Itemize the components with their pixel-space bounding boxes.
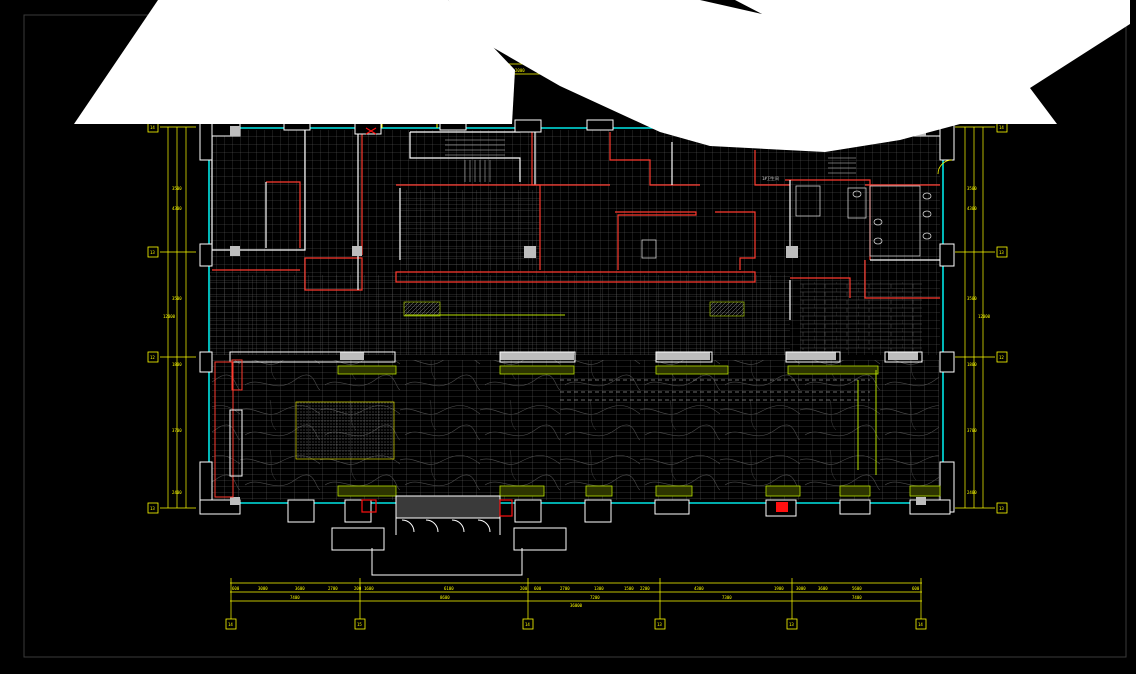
axis-label-right-2: 13 bbox=[999, 250, 1004, 255]
dim-text-bottom: 1600 bbox=[364, 586, 374, 591]
dim-text-bottom: 1500 bbox=[624, 586, 634, 591]
axis-label-left-2: 13 bbox=[150, 250, 155, 255]
dim-text-bottom-2: 7400 bbox=[290, 595, 300, 600]
dim-text-bottom: 200 bbox=[520, 586, 528, 591]
entrance bbox=[331, 495, 567, 576]
axis-label-bottom-4: 13 bbox=[657, 622, 662, 627]
axis-label-left-3: 12 bbox=[150, 355, 155, 360]
axis-label-right-3: 12 bbox=[999, 355, 1004, 360]
dim-text-bottom-2: 7300 bbox=[722, 595, 732, 600]
carpet-area bbox=[295, 401, 395, 460]
dim-text-right: 3500 bbox=[967, 186, 977, 191]
axis-label-bottom-2: 15 bbox=[357, 622, 362, 627]
dim-text-right: 2400 bbox=[967, 490, 977, 495]
dim-text-bottom: 600 bbox=[232, 586, 240, 591]
dim-text-bottom-2: 8600 bbox=[440, 595, 450, 600]
dim-text-bottom: 5600 bbox=[852, 586, 862, 591]
dim-text-bottom: 6100 bbox=[444, 586, 454, 591]
dim-text-bottom: 1300 bbox=[594, 586, 604, 591]
dim-text-bottom: 4300 bbox=[694, 586, 704, 591]
washroom-fixtures bbox=[641, 185, 932, 259]
dim-text-bottom: 3600 bbox=[295, 586, 305, 591]
axis-label-right-1: 14 bbox=[999, 125, 1004, 130]
dim-text-bottom-2: 7200 bbox=[590, 595, 600, 600]
dim-text-bottom: 3000 bbox=[258, 586, 268, 591]
entrance-marker-right bbox=[499, 499, 513, 517]
display-planters bbox=[337, 365, 941, 497]
west-shelving bbox=[214, 359, 243, 498]
dim-text-bottom: 3600 bbox=[818, 586, 828, 591]
entrance-marker-left bbox=[361, 499, 377, 513]
dim-text-right: 1800 bbox=[967, 362, 977, 367]
corridor-wall bbox=[229, 351, 923, 363]
dim-text-bottom: 2200 bbox=[640, 586, 650, 591]
dim-text-bottom: 2700 bbox=[560, 586, 570, 591]
dimension-lines bbox=[160, 45, 995, 620]
dim-text-right: 12000 bbox=[978, 314, 991, 319]
axis-label-left-4: 13 bbox=[150, 506, 155, 511]
dim-text-left: 1800 bbox=[172, 362, 182, 367]
dim-text-bottom-2: 7400 bbox=[852, 595, 862, 600]
dim-text-bottom: 3000 bbox=[796, 586, 806, 591]
counter-blocks bbox=[403, 301, 745, 317]
dim-text-top: 2000 bbox=[515, 68, 525, 73]
dim-text-right: 3500 bbox=[967, 296, 977, 301]
white-mask-left bbox=[74, 0, 515, 124]
dim-text-right: 4300 bbox=[967, 206, 977, 211]
interior-walls bbox=[211, 130, 940, 320]
axis-label-bottom-3: 14 bbox=[525, 622, 530, 627]
axis-label-left-1: 14 bbox=[150, 125, 155, 130]
dim-text-left: 3500 bbox=[172, 186, 182, 191]
white-mask-right bbox=[448, 0, 1130, 152]
dim-text-bottom: 2700 bbox=[328, 586, 338, 591]
guide-lines bbox=[560, 379, 870, 401]
dim-text-right: 3700 bbox=[967, 428, 977, 433]
dim-text-bottom: 600 bbox=[534, 586, 542, 591]
dim-text-bottom: 600 bbox=[912, 586, 920, 591]
room-label: 1#卫生间 bbox=[762, 175, 779, 181]
red-fixture bbox=[776, 502, 788, 512]
dim-text-left: 4300 bbox=[172, 206, 182, 211]
dim-text-left: 12000 bbox=[163, 314, 176, 319]
red-mark-top bbox=[365, 127, 377, 135]
axis-label-bottom-6: 14 bbox=[918, 622, 923, 627]
dim-text-bottom: 1900 bbox=[774, 586, 784, 591]
stair-treads bbox=[445, 139, 856, 182]
axis-label-bottom-1: 14 bbox=[228, 622, 233, 627]
dim-text-left: 3500 bbox=[172, 296, 182, 301]
axis-label-right-4: 13 bbox=[999, 506, 1004, 511]
dim-text-left: 2400 bbox=[172, 490, 182, 495]
axis-label-bottom-5: 13 bbox=[789, 622, 794, 627]
dim-text-left: 3700 bbox=[172, 428, 182, 433]
glazing-outline bbox=[208, 127, 944, 504]
dim-text-bottom: 200 bbox=[354, 586, 362, 591]
dim-text-bottom-total: 36000 bbox=[570, 603, 583, 608]
